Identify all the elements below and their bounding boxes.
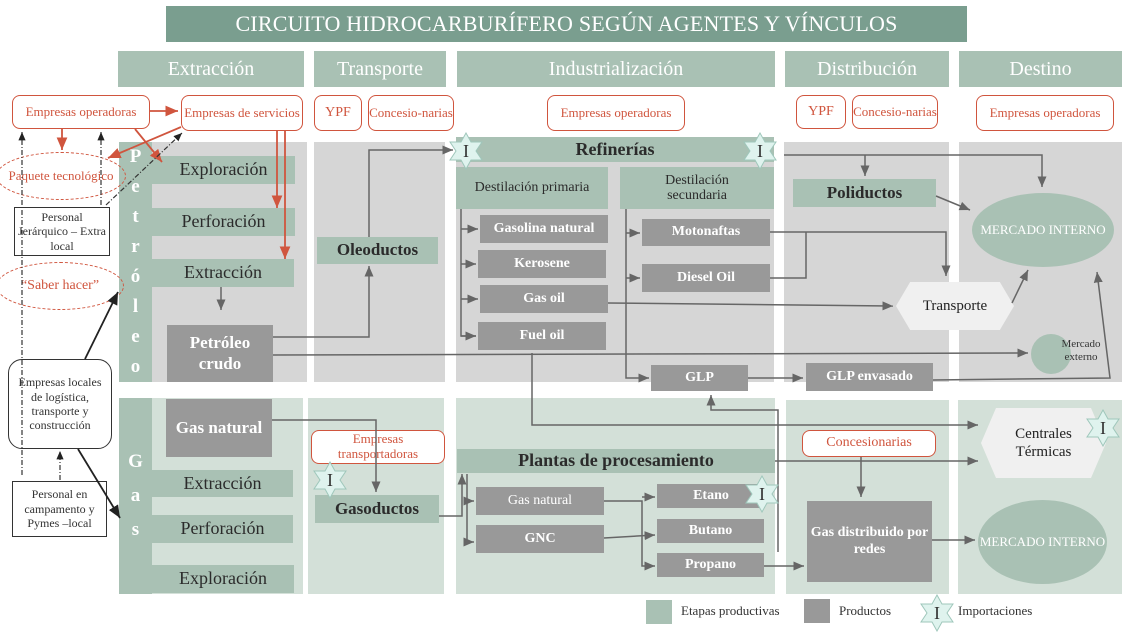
product-propano: Propano — [657, 553, 764, 577]
legend-import-star: I — [920, 594, 954, 632]
column-header-distribucion: Distribución — [785, 51, 949, 87]
agent-empresas-operadoras: Empresas operadoras — [12, 95, 150, 129]
row-label-letter: e — [131, 326, 140, 347]
actor-personal-jerarquico: Personal Jerárquico – Extra local — [14, 207, 110, 256]
star-icon — [745, 475, 779, 513]
product-gas-natural-extraccion: Gas natural — [166, 399, 272, 457]
actor-saber-hacer: “Saber hacer” — [0, 262, 124, 310]
stage-extraccion-gas: Extracción — [152, 470, 293, 497]
market-mercado-interno-petroleo: MERCADO INTERNO — [972, 193, 1114, 267]
star-icon — [920, 594, 954, 632]
product-butano: Butano — [657, 519, 764, 543]
agent-ypf-distribucion: YPF — [796, 95, 846, 129]
product-gas-distribuido-redes: Gas distribuido por redes — [807, 501, 932, 582]
stage-refinerias: Refinerías — [456, 137, 774, 162]
stage-extraccion-petroleo: Extracción — [152, 259, 294, 287]
panel-petroleo-distribucion — [784, 142, 949, 382]
column-header-destino: Destino — [959, 51, 1122, 87]
actor-paquete-tecnologico: Paquete tecnológico — [0, 152, 126, 200]
row-label-letter: G — [128, 451, 143, 472]
row-label-letter: l — [132, 296, 139, 317]
star-icon — [313, 461, 347, 499]
stage-gasoductos: Gasoductos — [315, 495, 439, 523]
node-transporte: Transporte — [896, 282, 1014, 330]
product-kerosene: Kerosene — [478, 250, 606, 278]
import-label: I — [759, 483, 765, 504]
row-label-gas: G a s — [119, 398, 152, 594]
import-star-refineria-left: I — [449, 132, 483, 170]
legend-swatch-etapas — [646, 600, 672, 624]
product-diesel-oil: Diesel Oil — [642, 264, 770, 292]
agent-empresas-transportadoras: Empresas transportadoras — [311, 430, 445, 464]
import-label: I — [757, 140, 763, 161]
row-label-letter: o — [130, 356, 141, 377]
stage-poliductos: Poliductos — [793, 179, 936, 207]
import-label: I — [1100, 417, 1106, 438]
column-header-industrializacion: Industrialización — [457, 51, 775, 87]
star-icon — [1086, 409, 1120, 447]
import-star-gasoductos: I — [313, 461, 347, 499]
agent-empresas-operadoras-industrializacion: Empresas operadoras — [547, 95, 685, 131]
product-gas-oil: Gas oil — [480, 285, 608, 313]
product-gasolina-natural: Gasolina natural — [480, 215, 608, 243]
product-gnc: GNC — [476, 525, 604, 553]
diagram-title: CIRCUITO HIDROCARBURÍFERO SEGÚN AGENTES … — [166, 6, 967, 42]
star-icon — [449, 132, 483, 170]
import-label: I — [327, 469, 333, 490]
product-petroleo-crudo: Petróleo crudo — [167, 325, 273, 382]
import-label: I — [934, 602, 940, 623]
agent-empresas-servicios: Empresas de servicios — [181, 95, 303, 131]
market-mercado-externo: Mercado externo — [1061, 338, 1101, 364]
import-star-centrales: I — [1086, 409, 1120, 447]
agent-concesionarias-distribucion: Concesio-narias — [852, 95, 938, 129]
stage-oleoductos: Oleoductos — [317, 237, 438, 264]
market-mercado-interno-gas: MERCADO INTERNO — [978, 500, 1107, 584]
star-icon — [743, 132, 777, 170]
agent-empresas-operadoras-destino: Empresas operadoras — [976, 95, 1114, 131]
row-label-letter: t — [132, 206, 139, 227]
column-header-transporte: Transporte — [314, 51, 446, 87]
agent-ypf-transporte: YPF — [314, 95, 362, 131]
agent-concesionarias-transporte: Concesio-narias — [368, 95, 454, 131]
import-star-etano: I — [745, 475, 779, 513]
actor-empresas-locales: Empresas locales de logística, transport… — [8, 359, 112, 449]
product-fuel-oil: Fuel oil — [478, 322, 606, 350]
row-label-letter: e — [131, 176, 140, 197]
product-glp-envasado: GLP envasado — [806, 363, 933, 391]
actor-personal-campamento: Personal en campamento y Pymes –local — [12, 481, 107, 537]
row-label-letter: a — [130, 485, 141, 506]
legend-label-importaciones: Importaciones — [958, 603, 1033, 618]
stage-exploracion-petroleo: Exploración — [152, 156, 295, 184]
legend-label-productos: Productos — [839, 603, 891, 618]
column-header-extraccion: Extracción — [118, 51, 304, 87]
product-gas-natural-planta: Gas natural — [476, 487, 604, 515]
import-star-refineria-right: I — [743, 132, 777, 170]
row-label-letter: s — [131, 519, 140, 540]
stage-perforacion-petroleo: Perforación — [152, 208, 295, 236]
stage-destilacion-primaria: Destilación primaria — [456, 167, 608, 209]
node-centrales-termicas: Centrales Térmicas — [981, 408, 1106, 478]
product-glp: GLP — [651, 365, 748, 391]
row-label-letter: r — [131, 236, 140, 257]
legend-label-etapas: Etapas productivas — [681, 603, 780, 618]
row-label-letter: P — [129, 146, 142, 167]
legend-swatch-productos — [804, 599, 830, 623]
product-motonaftas: Motonaftas — [642, 219, 770, 246]
agent-concesionarias-gas: Concesionarias — [802, 430, 936, 457]
stage-perforacion-gas: Perforación — [152, 515, 293, 543]
stage-exploracion-gas: Exploración — [152, 565, 294, 593]
import-label: I — [463, 140, 469, 161]
stage-plantas-procesamiento: Plantas de procesamiento — [457, 449, 775, 473]
row-label-letter: ó — [130, 266, 141, 287]
stage-destilacion-secundaria: Destilación secundaria — [620, 167, 774, 209]
